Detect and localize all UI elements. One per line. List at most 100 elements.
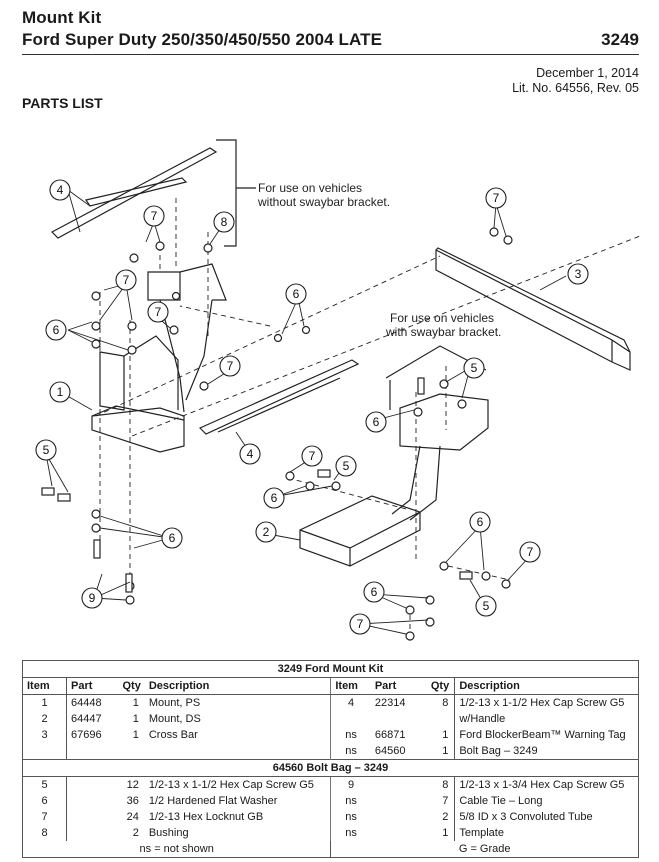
callout-7: 7 — [123, 273, 130, 287]
cell-description: w/Handle — [454, 711, 639, 727]
cell-description: 1/2-13 x 1-1/2 Hex Cap Screw G5 — [454, 694, 639, 711]
cell-qty: 24 — [126, 811, 139, 823]
cell-item: ns — [330, 793, 371, 809]
callout-7: 7 — [227, 359, 234, 373]
note-without-swaybar-line1: For use on vehicles — [258, 181, 362, 195]
cell-qty: 2 — [132, 827, 139, 839]
cell-qty: 7 — [442, 795, 449, 807]
col-qty: Qty — [118, 677, 145, 695]
cell-description: 5/8 ID x 3 Convoluted Tube — [454, 809, 639, 825]
callout-6: 6 — [373, 415, 380, 429]
cell-part — [67, 825, 119, 841]
col-part: Part — [370, 677, 427, 695]
note-with-swaybar-line2: with swaybar bracket. — [385, 325, 501, 339]
cell-item: ns — [330, 825, 371, 841]
cell-qty: 12 — [126, 779, 139, 791]
callout-9: 9 — [89, 591, 96, 605]
callout-6: 6 — [477, 515, 484, 529]
cell-qty: 8 — [442, 697, 449, 709]
callout-7: 7 — [155, 305, 162, 319]
col-part: Part — [66, 677, 119, 695]
col-item: Item — [22, 677, 67, 695]
cell-item: 3 — [22, 727, 67, 743]
cell-part — [371, 711, 427, 727]
callout-6: 6 — [293, 287, 300, 301]
document-title: Mount Kit — [22, 8, 102, 27]
callout-4: 4 — [247, 447, 254, 461]
cell-part — [67, 809, 119, 825]
cell-qty — [427, 711, 455, 727]
callout-6: 6 — [371, 585, 378, 599]
cell-item: ns — [330, 809, 371, 825]
cell-part — [371, 777, 427, 794]
cell-qty: 1 — [132, 713, 139, 725]
callout-6: 6 — [271, 491, 278, 505]
callout-6: 6 — [169, 531, 176, 545]
callout-7: 7 — [309, 449, 316, 463]
cell-item — [22, 743, 67, 760]
literature-number: Lit. No. 64556, Rev. 05 — [512, 81, 639, 95]
cell-qty: 1 — [442, 745, 449, 757]
cell-part: 66871 — [374, 729, 406, 741]
cell-item: 8 — [22, 825, 67, 841]
cell-item: 6 — [22, 793, 67, 809]
kit-header: 3249 Ford Mount Kit — [22, 660, 639, 678]
cell-description: Template — [454, 825, 639, 841]
callout-7: 7 — [357, 617, 364, 631]
cell-description: 1/2-13 x 1-1/2 Hex Cap Screw G5 — [148, 779, 314, 791]
cell-item: 1 — [22, 694, 67, 711]
cell-qty: 36 — [126, 795, 139, 807]
section-title: PARTS LIST — [22, 95, 103, 111]
exploded-parts-diagram: For use on vehicles without swaybar brac… — [35, 139, 641, 641]
callout-7: 7 — [527, 545, 534, 559]
col-description: Description — [144, 677, 331, 695]
callout-5: 5 — [471, 361, 478, 375]
bolt-bag-header: 64560 Bolt Bag – 3249 — [22, 759, 639, 777]
callout-5: 5 — [343, 459, 350, 473]
cell-part — [67, 743, 119, 760]
cell-part: 64560 — [374, 745, 406, 757]
cell-description: Mount, DS — [148, 713, 201, 725]
cell-part: 22314 — [374, 697, 406, 709]
document-subtitle: Ford Super Duty 250/350/450/550 2004 LAT… — [22, 30, 383, 49]
col-item: Item — [330, 677, 371, 695]
cell-part: 64447 — [71, 713, 102, 725]
callout-3: 3 — [575, 267, 582, 281]
footer-note-ns: ns = not shown — [21, 841, 332, 858]
cell-qty — [119, 743, 145, 760]
cell-qty: 2 — [442, 811, 449, 823]
cell-item: ns — [330, 743, 371, 760]
cell-part: 64448 — [71, 697, 102, 709]
note-with-swaybar-line1: For use on vehicles — [390, 311, 494, 325]
document-date: December 1, 2014 — [536, 66, 639, 80]
callout-2: 2 — [263, 525, 270, 539]
parts-table: 3249 Ford Mount Kit Item Part Qty Descri… — [21, 660, 639, 858]
cell-part — [371, 793, 427, 809]
callout-4: 4 — [57, 183, 64, 197]
cell-description: Bushing — [148, 827, 189, 839]
table-footer-row: ns = not shown G = Grade — [21, 841, 639, 858]
kit-number: 3249 — [601, 30, 639, 49]
col-qty: Qty — [426, 677, 455, 695]
callout-8: 8 — [221, 215, 228, 229]
cell-description: Mount, PS — [148, 697, 201, 709]
cell-description — [145, 743, 331, 760]
cell-item: 5 — [22, 776, 67, 793]
col-description: Description — [454, 677, 639, 695]
cell-description: 1/2-13 x 1-3/4 Hex Cap Screw G5 — [454, 776, 639, 793]
callout-5: 5 — [483, 599, 490, 613]
cell-qty: 1 — [132, 697, 139, 709]
callout-5: 5 — [43, 443, 50, 457]
cell-description: Ford BlockerBeam™ Warning Tag — [454, 727, 639, 743]
cell-qty: 8 — [442, 779, 449, 791]
cell-item: 7 — [22, 809, 67, 825]
header-rule — [22, 54, 639, 55]
cell-part — [67, 793, 119, 809]
